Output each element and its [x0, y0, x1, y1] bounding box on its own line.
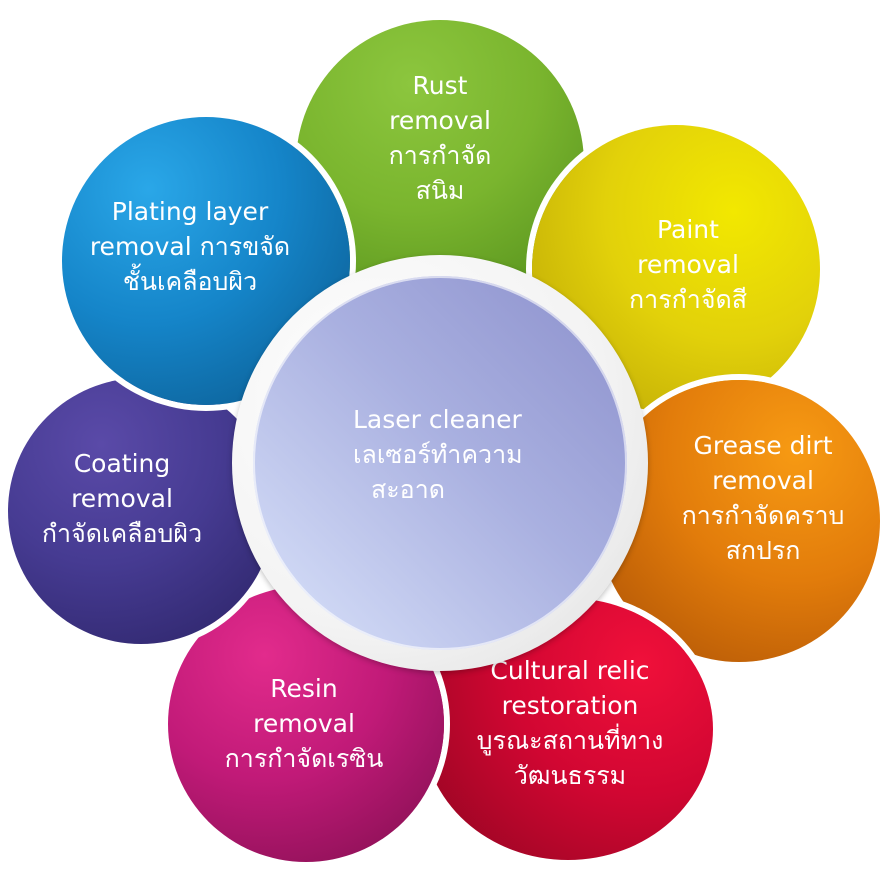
grease-dirt-removal-label: Grease dirt removal การกำจัดคราบ สกปรก	[682, 428, 845, 568]
relic-label-line4: วัฒนธรรม	[513, 761, 627, 790]
grease-label-line4: สกปรก	[725, 536, 801, 565]
rust-label-line1: Rust	[412, 71, 468, 100]
coating-label-line3: กำจัดเคลือบผิว	[41, 519, 203, 548]
center-circle	[253, 276, 627, 650]
plating-label-line3: ชั้นเคลือบผิว	[122, 267, 258, 296]
petal-coating-removal	[8, 378, 274, 644]
resin-label-line1: Resin	[270, 674, 338, 703]
grease-label-line3: การกำจัดคราบ	[681, 501, 845, 530]
paint-label-line3: การกำจัดสี	[629, 285, 747, 314]
coating-label-line2: removal	[71, 484, 173, 513]
plating-layer-removal-label: Plating layer removal การขจัด ชั้นเคลือบ…	[90, 194, 290, 299]
cultural-relic-restoration-label: Cultural relic restoration บูรณะสถานที่ท…	[477, 653, 664, 793]
plating-label-line1: Plating layer	[111, 197, 269, 226]
center-label-line3: สะอาด	[371, 475, 445, 504]
paint-removal-label: Paint removal การกำจัดสี	[629, 212, 747, 317]
resin-label-line3: การกำจัดเรซิน	[224, 744, 384, 773]
rust-removal-label: Rust removal การกำจัด สนิม	[389, 68, 492, 208]
relic-label-line3: บูรณะสถานที่ทาง	[476, 726, 664, 755]
grease-label-line2: removal	[712, 466, 814, 495]
rust-label-line3: การกำจัด	[388, 141, 492, 170]
resin-removal-label: Resin removal การกำจัดเรซิน	[225, 671, 384, 776]
relic-label-line1: Cultural relic	[490, 656, 650, 685]
plating-label-line2: removal การขจัด	[89, 232, 291, 261]
rust-label-line4: สนิม	[415, 176, 465, 205]
center-label: Laser cleaner เลเซอร์ทำความ สะอาด	[353, 402, 523, 507]
paint-label-line2: removal	[637, 250, 739, 279]
paint-label-line1: Paint	[657, 215, 719, 244]
center-label-line1: Laser cleaner	[353, 405, 522, 434]
coating-removal-label: Coating removal กำจัดเคลือบผิว	[42, 446, 202, 551]
grease-label-line1: Grease dirt	[693, 431, 833, 460]
rust-label-line2: removal	[389, 106, 491, 135]
relic-label-line2: restoration	[501, 691, 639, 720]
center-label-line2: เลเซอร์ทำความ	[353, 440, 523, 469]
resin-label-line2: removal	[253, 709, 355, 738]
coating-label-line1: Coating	[73, 449, 171, 478]
